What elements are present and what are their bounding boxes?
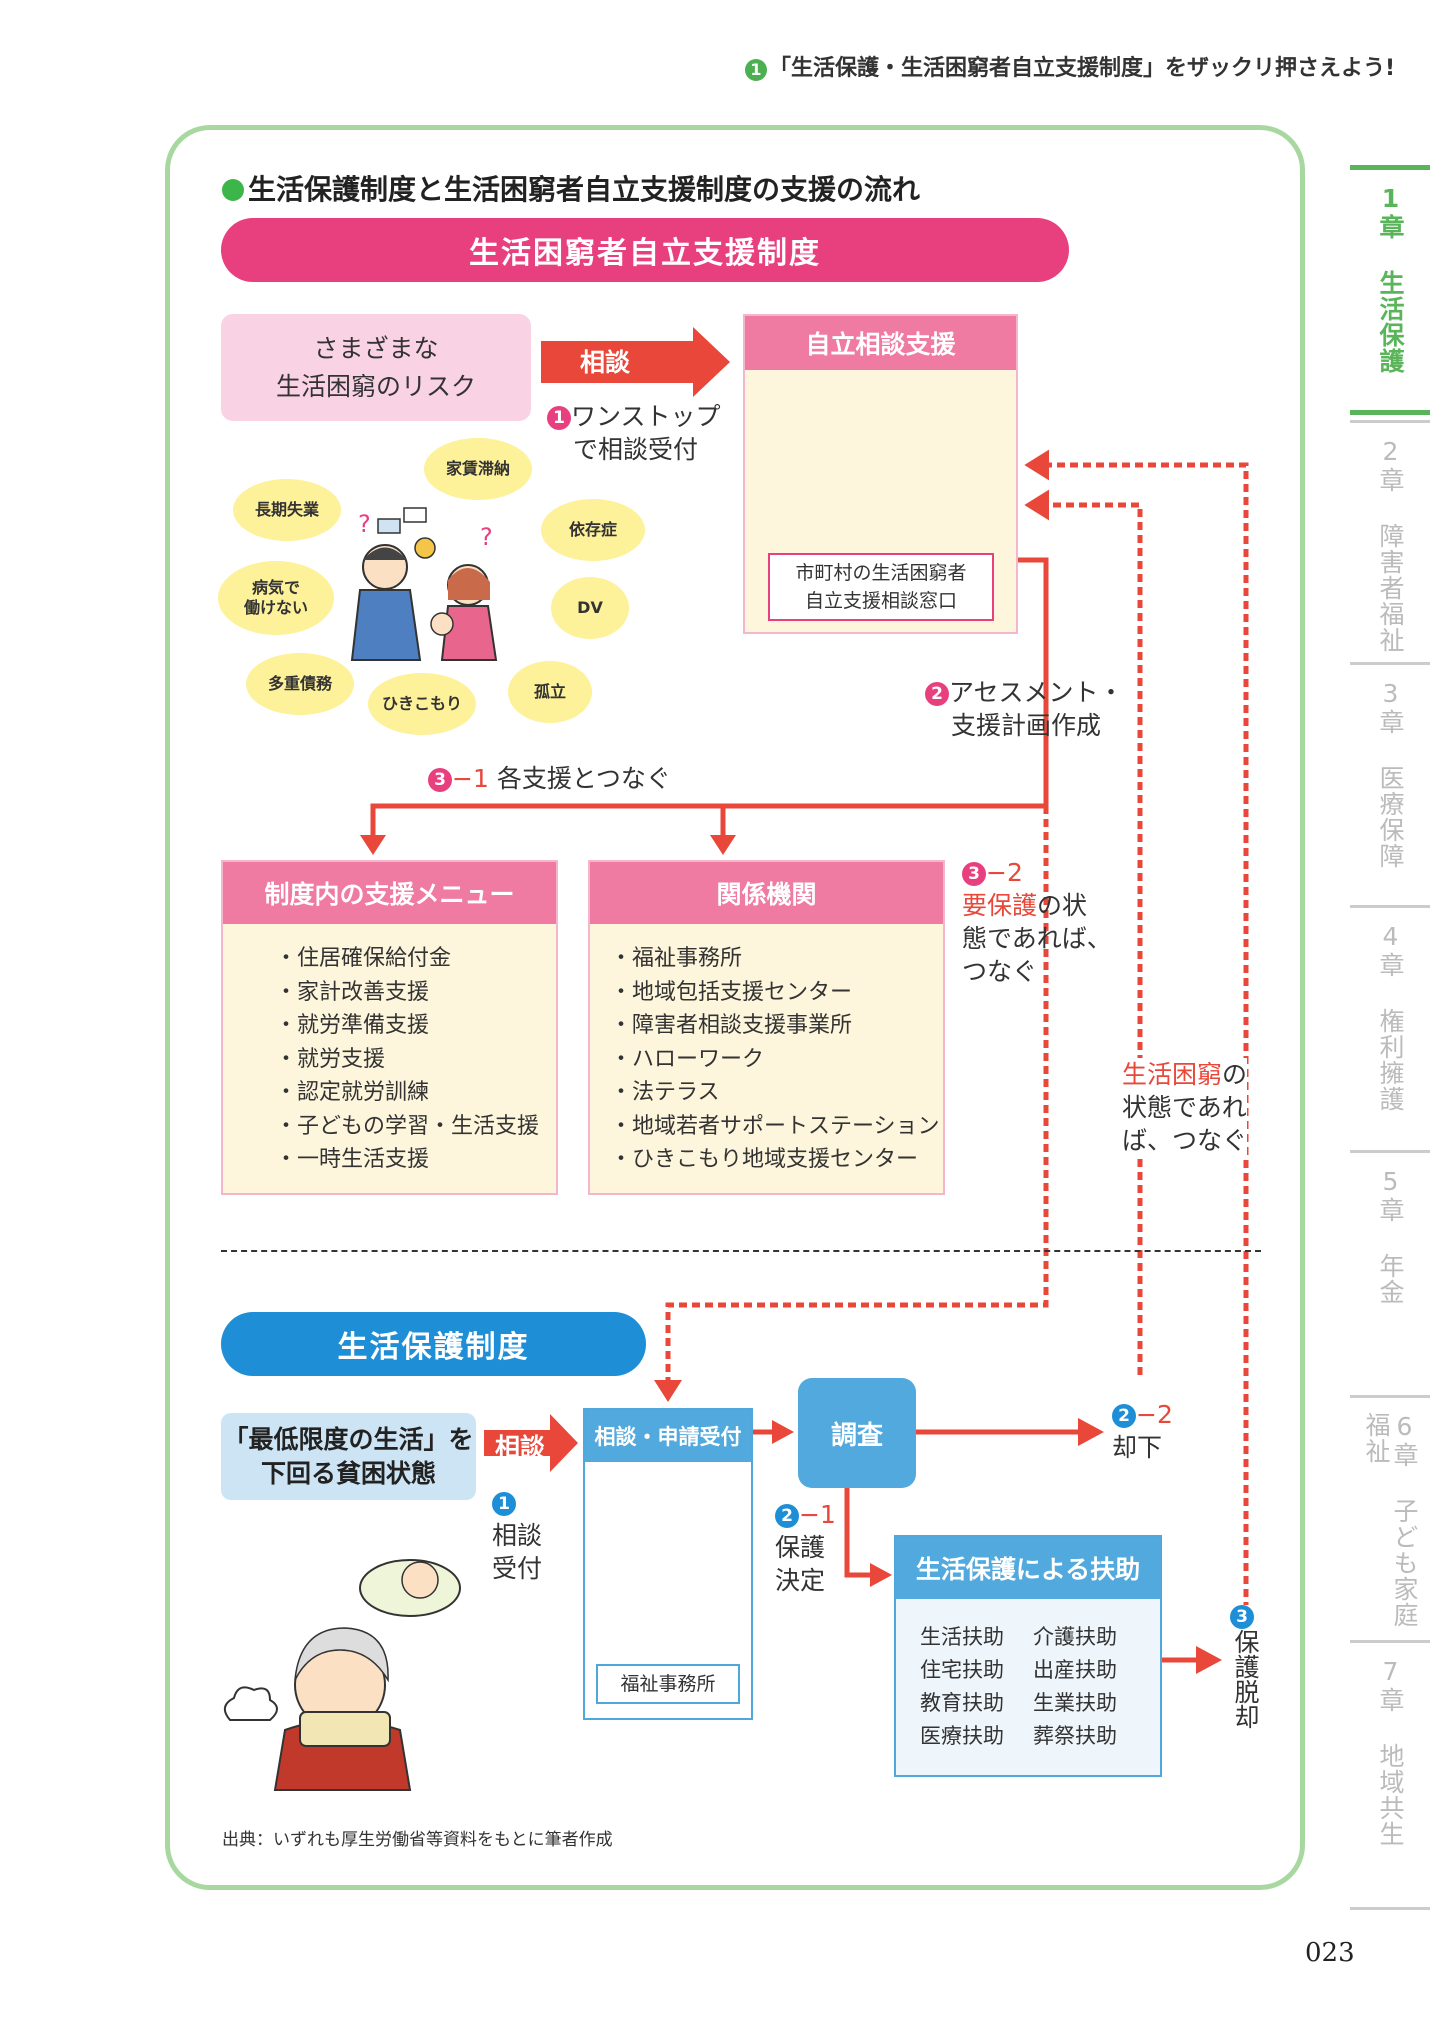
list-item: ・法テラス [610,1080,720,1105]
menu-kankei-kikan: 関係機関 ・福祉事務所 ・地域包括支援センター ・障害者相談支援事業所 ・ハロー… [588,860,945,1195]
list-item: ・子どもの学習・生活支援 [275,1113,540,1139]
arrow-back-konkyu [1024,489,1049,521]
fujo-item: 教育扶助 [920,1691,1004,1715]
tab-chapter-7[interactable]: 7章 地域共生 [1350,1640,1430,1910]
dashed-line-yohogo [665,806,1049,1380]
step3-2-yohogo: 3−2 要保護の状 態であれば、 つなぐ [962,858,1112,986]
tab-chapter-3[interactable]: 3章 医療保障 [1350,662,1430,902]
section-divider [221,1250,1261,1252]
list-item: ・障害者相談支援事業所 [610,1013,853,1038]
arrow-to-shinsei [654,1380,682,1402]
arrow-to-kyakka [1078,1418,1104,1446]
arrow-soudan-upper [541,327,730,397]
worried-couple-illustration: ? ? [350,507,498,661]
running-head-text: 「生活保護・生活困窮者自立支援制度」をザックリ押さえよう! [769,56,1396,81]
step1-soudan-uketsuke: 1 相談 受付 [492,1492,543,1583]
arrow-soudan-lower [484,1414,578,1472]
list-item: ・住居確保給付金 [275,946,452,971]
list-item: ・就労支援 [275,1046,386,1072]
elderly-person-illustration [223,1559,461,1791]
page-number: 023 [1305,1938,1355,1968]
tab-chapter-1[interactable]: 1章 生活保護 [1350,165,1430,415]
bullet-dot-icon [222,179,244,201]
arrow-label-soudan: 相談 [580,348,631,377]
fujo-item: 介護扶助 [1033,1625,1117,1649]
list-item: ・地域若者サポートステーション [610,1113,940,1139]
risk-cloud: 長期失業 [237,483,337,537]
step2-2-kyakka: 2−2 却下 [1112,1400,1173,1462]
list-item: ・地域包括支援センター [610,979,853,1005]
arrow-to-kikan [710,835,736,855]
risk-cloud: 病気で働けない [222,565,330,631]
risk-cloud: 依存症 [545,503,641,557]
running-head-number: 1 [745,59,767,81]
list-item: ・認定就労訓練 [275,1080,430,1105]
fujo-item: 生活扶助 [920,1625,1004,1649]
list-item: ・ひきこもり地域支援センター [610,1147,919,1172]
lower-flow-lines [753,1429,1196,1663]
arrow-to-menu [360,835,386,855]
step3-hogo-dakkyaku: 3 保護脱却 [1230,1605,1260,1729]
poverty-box: 「最低限度の生活」を 下回る貧困状態 [221,1413,476,1500]
source-note: 出典：いずれも厚生労働省等資料をもとに筆者作成 [222,1830,613,1850]
municipal-counter-label: 市町村の生活困窮者 自立支援相談窓口 [768,553,994,621]
svg-text:?: ? [358,510,371,538]
tab-chapter-2[interactable]: 2章 障害者福祉 [1350,420,1430,660]
arrow-back-dakkyaku [1024,449,1049,481]
box-seikatsu-hogo-fujo: 生活保護による扶助 生活扶助 介護扶助 住宅扶助 出産扶助 教育扶助 生業扶助 … [894,1535,1162,1777]
step3-1-connect: 3−1 各支援とつなぐ [428,762,671,795]
note-konkyu-connect: 生活困窮の 状態であれ ば、つなぐ [1122,1058,1248,1157]
fujo-item: 生業扶助 [1033,1691,1117,1715]
arrow-to-fujo [870,1563,892,1587]
banner-seikatsu-hogo: 生活保護制度 [221,1312,646,1376]
risk-cloud: 孤立 [512,665,588,719]
svg-text:?: ? [480,523,493,551]
running-head: 1「生活保護・生活困窮者自立支援制度」をザックリ押さえよう! [745,50,1395,82]
risk-box: さまざまな 生活困窮のリスク [221,314,531,421]
risk-cloud: 多重債務 [250,657,350,711]
arrow-to-dakkyaku [1196,1646,1222,1674]
fukushi-office-label: 福祉事務所 [596,1664,740,1704]
fujo-item: 住宅扶助 [920,1658,1004,1682]
tab-chapter-6[interactable]: 6章 子ども家庭福祉 [1350,1395,1430,1635]
arrow-label-soudan-lower: 相談 [495,1433,546,1462]
fujo-item: 葬祭扶助 [1033,1724,1117,1748]
list-item: ・ハローワーク [610,1046,765,1072]
tab-chapter-5[interactable]: 5章 年金 [1350,1150,1430,1390]
fujo-item: 医療扶助 [920,1724,1004,1748]
list-item: ・福祉事務所 [610,946,743,971]
tab-chapter-4[interactable]: 4章 権利擁護 [1350,905,1430,1145]
fujo-item: 出産扶助 [1033,1658,1117,1682]
risk-cloud: DV [555,581,625,635]
step2-1-hogo-kettei: 2−1 保護 決定 [775,1500,836,1595]
list-item: ・家計改善支援 [275,979,430,1005]
risk-cloud: ひきこもり [372,677,472,731]
list-item: ・一時生活支援 [275,1147,430,1172]
diagram-title: 生活保護制度と生活困窮者自立支援制度の支援の流れ [222,168,920,208]
banner-jiritsu-shien: 生活困窮者自立支援制度 [221,218,1069,282]
menu-seido-nai: 制度内の支援メニュー ・住居確保給付金 ・家計改善支援 ・就労準備支援 ・就労支… [221,860,558,1195]
box-chosa: 調査 [798,1378,916,1488]
arrow-to-chosa [772,1420,794,1444]
list-item: ・就労準備支援 [275,1013,430,1038]
risk-cloud: 家賃滞納 [428,442,528,496]
